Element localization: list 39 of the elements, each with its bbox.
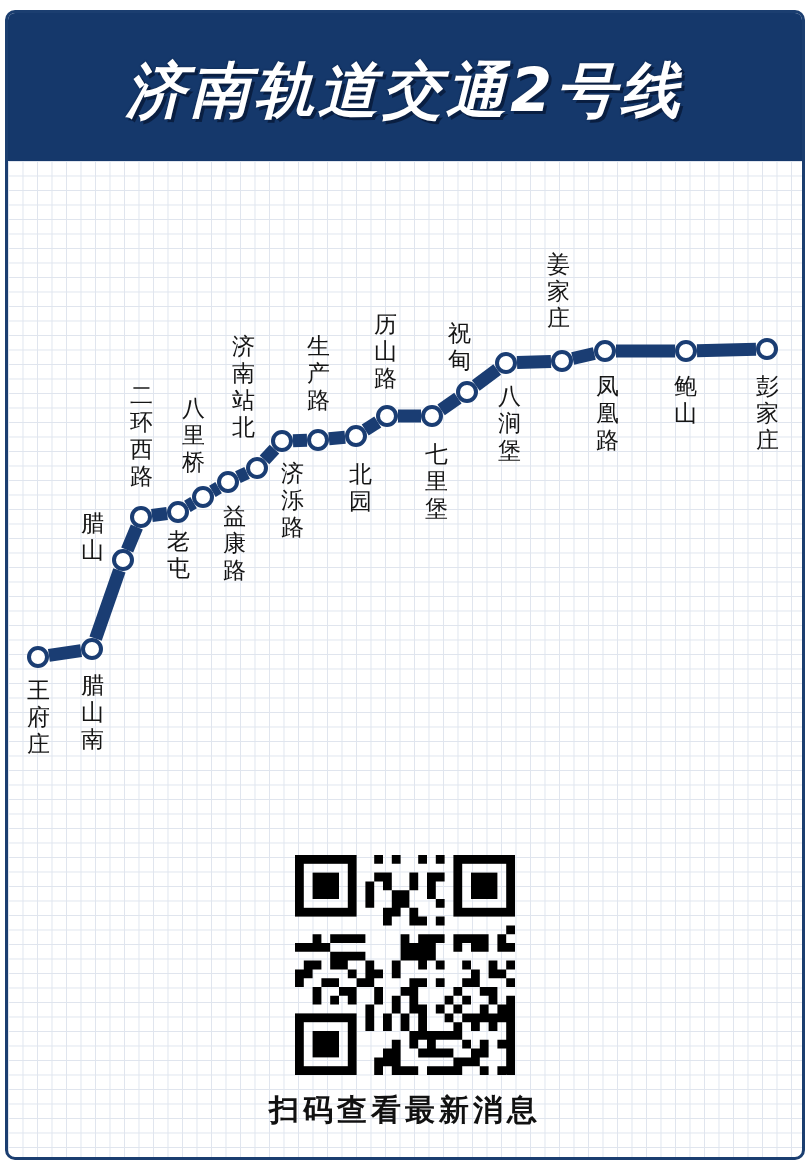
title: 济南轨道交通2号线 (124, 54, 685, 127)
route-line (184, 497, 197, 512)
route-line (398, 409, 421, 423)
station-name: 七里堡 (423, 441, 449, 522)
station-name: 八涧堡 (496, 383, 522, 464)
station-name: 腊山 (79, 510, 105, 564)
station-name: 彭家庄 (754, 373, 780, 454)
station-name: 济泺路 (279, 460, 305, 541)
route-line (292, 433, 308, 448)
route-line (121, 524, 143, 553)
route-line (571, 347, 596, 365)
route-line (516, 354, 552, 370)
station-name: 济南站北 (230, 333, 256, 441)
station-name: 祝甸 (446, 320, 472, 374)
route-line (89, 568, 126, 641)
route-line (437, 392, 462, 416)
station-name: 八里桥 (180, 395, 206, 476)
route-line (616, 344, 675, 358)
route-line (328, 430, 346, 446)
route-line (47, 644, 83, 662)
station-name: 姜家庄 (545, 251, 571, 332)
route-line (361, 416, 382, 436)
route-line (235, 466, 250, 484)
station-name: 老屯 (165, 528, 191, 582)
route-line (471, 364, 502, 391)
station-name: 北园 (347, 461, 373, 515)
qr-caption: 扫码查看最新消息 (269, 1092, 541, 1128)
route-line (151, 507, 168, 522)
route-line (259, 444, 280, 465)
route-line (696, 342, 757, 358)
station-name: 凤凰路 (594, 373, 620, 454)
station-name: 益康路 (221, 503, 247, 584)
route-line (209, 482, 222, 497)
station-name: 腊山南 (79, 672, 105, 753)
station-name: 二环西路 (128, 382, 154, 490)
station-name: 生产路 (305, 333, 331, 414)
station-name: 鲍山 (672, 373, 698, 427)
station-name: 历山路 (372, 311, 398, 392)
station-name: 王府庄 (25, 677, 51, 758)
